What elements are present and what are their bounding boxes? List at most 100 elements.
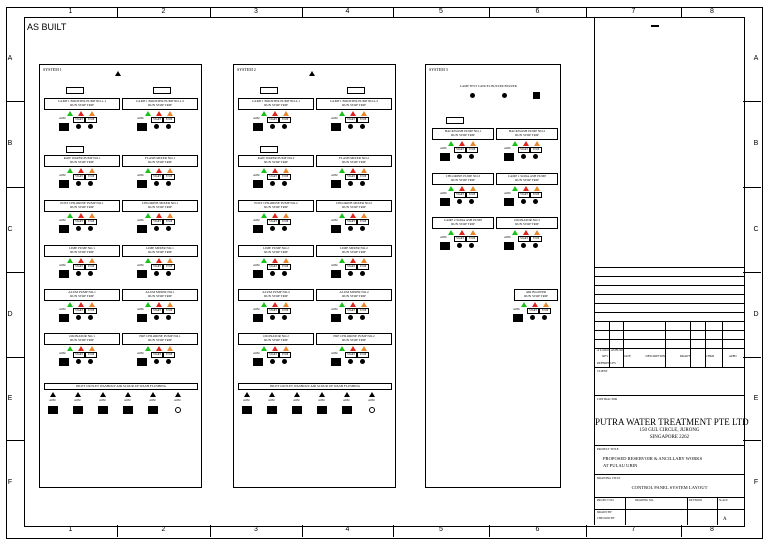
grid-tick-top xyxy=(302,7,303,17)
stop-indicator xyxy=(156,302,162,307)
control-group-title: LIME PUMP NO.1 xyxy=(69,246,95,250)
start-button-label: START xyxy=(151,174,163,180)
grid-column-label-bottom: 3 xyxy=(254,526,258,533)
start-button-label: START xyxy=(151,352,163,358)
valve-aom-label: AOM xyxy=(368,399,375,402)
run-indicator xyxy=(145,346,151,351)
indicator-lamp xyxy=(153,87,171,94)
stop-indicator xyxy=(78,111,84,116)
start-button-label: START xyxy=(518,236,530,242)
start-pushbutton xyxy=(270,226,275,231)
start-pushbutton xyxy=(521,154,526,159)
project-title-line-1: PROPOSED RESERVOIR & ANCILLARY WORKS xyxy=(603,456,703,461)
start-button-label: START xyxy=(73,174,85,180)
start-pushbutton xyxy=(457,243,462,248)
run-stop-trip-labels: RUN STOP TRIP xyxy=(70,103,94,107)
revision-table-rule xyxy=(595,321,744,322)
stop-pushbutton xyxy=(166,226,171,231)
revision-table-rule xyxy=(595,285,744,286)
project-title-label: PROJECT TITLE xyxy=(597,447,619,451)
control-group-title: LIME MIXER NO.1 xyxy=(146,246,174,250)
stop-indicator xyxy=(156,111,162,116)
trip-indicator xyxy=(534,141,540,146)
grid-column-label-bottom: 6 xyxy=(535,526,540,533)
system-3-title: SYSTEM 3 xyxy=(429,67,448,72)
aom-label: AOM xyxy=(137,264,144,267)
valve-indicator xyxy=(175,392,181,397)
grid-column-label-bottom: 2 xyxy=(161,526,166,533)
grid-row-label-left: B xyxy=(7,140,13,147)
start-button-label: START xyxy=(151,308,163,314)
valve-indicator xyxy=(100,392,106,397)
indicator-lamp xyxy=(446,117,464,124)
stop-button-label: STOP xyxy=(357,219,369,225)
control-group-title: LIME MIXER NO.2 xyxy=(340,246,368,250)
control-group-title: BACKWASH PUMP NO.2 xyxy=(508,129,546,133)
trip-indicator xyxy=(167,168,173,173)
stop-pushbutton xyxy=(469,243,474,248)
aom-selector-switch xyxy=(331,123,341,131)
run-indicator xyxy=(448,186,454,191)
stop-indicator xyxy=(350,213,356,218)
revision-table-rule xyxy=(595,294,744,295)
run-indicator xyxy=(339,213,345,218)
aom-selector-switch xyxy=(253,358,263,366)
run-stop-trip-labels: RUN STOP TRIP xyxy=(264,205,288,209)
run-indicator xyxy=(67,346,73,351)
run-indicator xyxy=(145,258,151,263)
aom-selector-switch xyxy=(440,242,450,250)
aom-selector-switch xyxy=(137,314,147,322)
stop-indicator xyxy=(156,346,162,351)
stop-indicator xyxy=(78,346,84,351)
valve-aom-label: AOM xyxy=(174,399,181,402)
grid-column-label-top: 1 xyxy=(68,8,73,15)
revision-table-column xyxy=(722,321,723,367)
stop-button-label: STOP xyxy=(357,264,369,270)
start-button-label: START xyxy=(267,308,279,314)
stop-indicator xyxy=(156,258,162,263)
aom-label: AOM xyxy=(331,219,338,222)
start-pushbutton xyxy=(154,315,159,320)
aom-selector-switch xyxy=(331,180,341,188)
aom-selector-switch xyxy=(59,314,69,322)
grid-row-label-right: C xyxy=(753,225,759,233)
start-button-label: START xyxy=(518,147,530,153)
stop-pushbutton xyxy=(360,271,365,276)
aom-label: AOM xyxy=(331,308,338,311)
indicator-lamp xyxy=(66,87,84,94)
trip-indicator xyxy=(167,302,173,307)
client-label: CLIENT xyxy=(597,369,608,373)
project-title-line-2: AT PULAU UBIN xyxy=(603,463,638,468)
control-group-title: ALUM PUMP NO.2 xyxy=(262,290,290,294)
start-button-label: START xyxy=(345,352,357,358)
start-pushbutton xyxy=(270,124,275,129)
start-pushbutton xyxy=(348,315,353,320)
stop-button-label: STOP xyxy=(163,352,175,358)
grid-row-label-right: F xyxy=(753,478,759,486)
stop-indicator xyxy=(523,186,529,191)
stop-pushbutton xyxy=(166,315,171,320)
trip-indicator xyxy=(534,230,540,235)
grid-row-label-right: D xyxy=(753,310,759,318)
aom-label: AOM xyxy=(440,236,447,239)
valve-indicator xyxy=(369,392,375,397)
stop-pushbutton xyxy=(469,199,474,204)
stop-button-label: STOP xyxy=(279,264,291,270)
revision-table-rule xyxy=(595,330,744,331)
run-stop-trip-labels: RUN STOP TRIP xyxy=(148,160,172,164)
stop-indicator xyxy=(78,168,84,173)
grid-tick-bottom xyxy=(586,525,587,537)
grid-tick-right xyxy=(743,272,761,273)
stop-indicator xyxy=(350,302,356,307)
footer-label: DRAWING NO. xyxy=(635,499,654,502)
